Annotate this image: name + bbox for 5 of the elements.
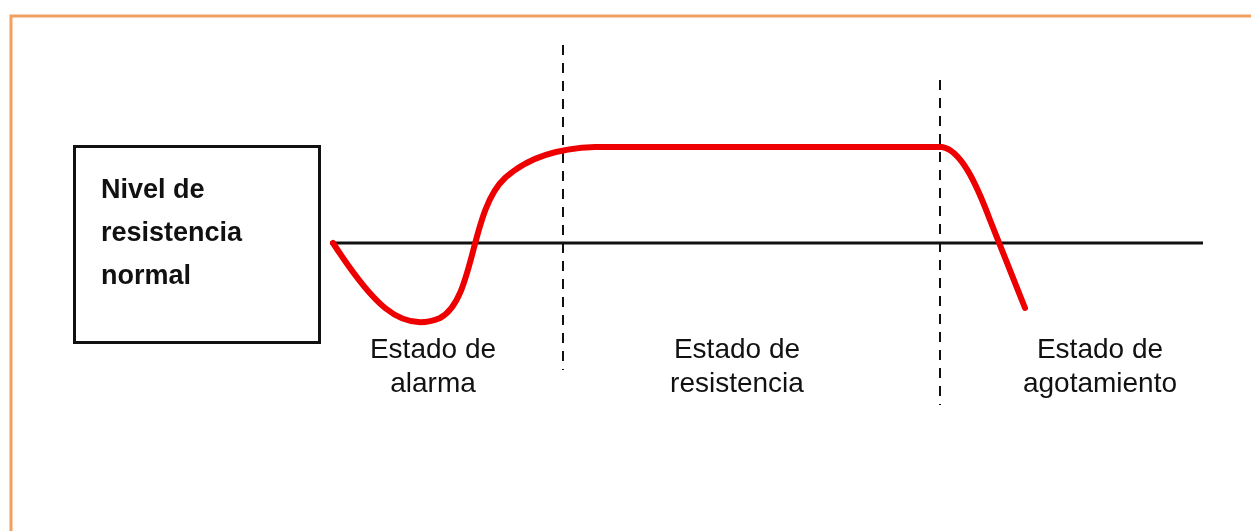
box-label: Nivel de resistencia normal [101,173,244,292]
text-box [73,145,321,344]
phase-label: Estado de resistencia [669,332,805,400]
phase-label: Estado de alarma [368,332,498,400]
phase-label: Estado de agotamiento [1021,332,1179,400]
